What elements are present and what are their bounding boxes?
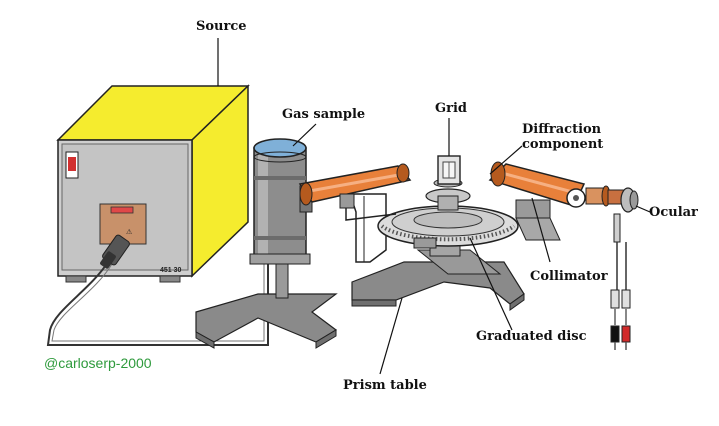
label-collimator: Collimator	[530, 269, 608, 284]
model-number: 451 30	[160, 267, 182, 274]
leader-lines	[217, 38, 651, 375]
left-telescope	[298, 163, 412, 221]
source-plug	[100, 234, 130, 269]
leader-collimator	[531, 197, 551, 263]
watermark: @carloserp-2000	[44, 355, 152, 371]
leader-gas-sample	[292, 123, 317, 147]
gas-sample-tube	[195, 138, 338, 349]
label-prism-table: Prism table	[343, 378, 427, 393]
svg-text:⚠: ⚠	[126, 228, 133, 236]
ocular	[585, 185, 639, 350]
label-gas-sample: Gas sample	[282, 107, 366, 122]
grid-holder	[437, 155, 461, 185]
cable	[46, 261, 269, 346]
leader-diffraction	[489, 145, 523, 175]
leader-ocular	[635, 205, 651, 213]
label-graduated-disc: Graduated disc	[476, 329, 587, 344]
label-ocular: Ocular	[649, 205, 698, 220]
leader-prism-table	[379, 297, 403, 375]
label-grid: Grid	[435, 101, 467, 116]
label-source: Source	[196, 19, 247, 34]
source-box: ⚠ 451 30	[56, 84, 250, 283]
probe-red	[621, 325, 631, 343]
probe-black	[610, 325, 620, 343]
collimator	[488, 161, 586, 241]
label-diffraction-component: Diffraction component	[522, 122, 604, 152]
leader-graduated-disc	[469, 237, 513, 331]
spectrometer	[298, 155, 639, 350]
